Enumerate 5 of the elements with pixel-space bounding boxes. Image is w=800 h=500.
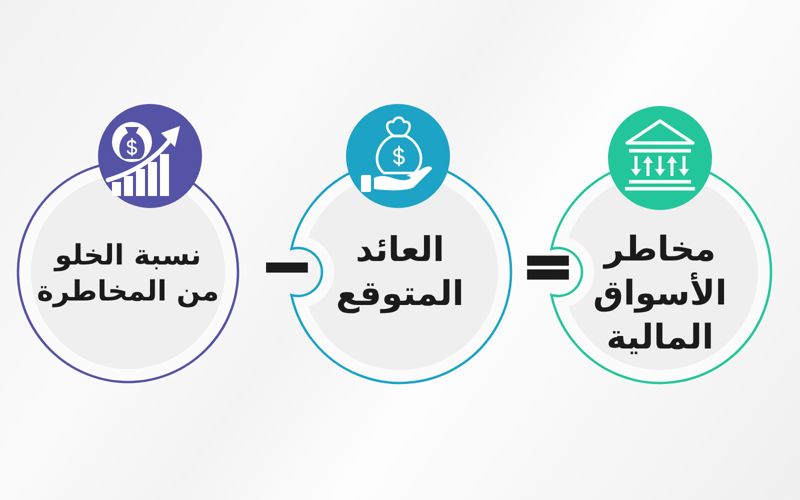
term-label: مخاطر الأسواق المالية: [592, 228, 728, 360]
operator-sign: −: [261, 235, 313, 297]
operator-sign: =: [522, 235, 574, 297]
term-label: نسبة الخلو من المخاطرة: [36, 238, 220, 310]
term-label: العائد المتوقع: [335, 228, 465, 316]
